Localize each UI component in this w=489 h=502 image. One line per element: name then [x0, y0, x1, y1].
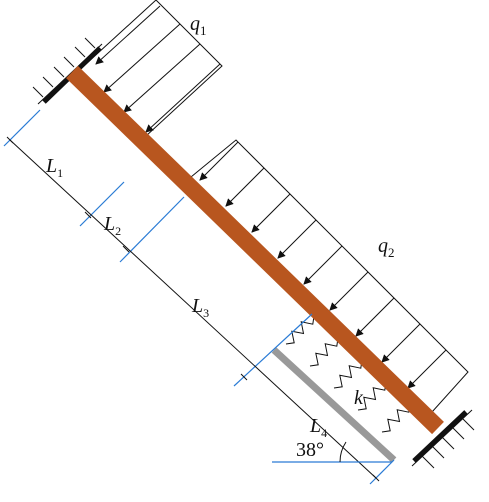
elastic-foundation: [271, 315, 411, 463]
spring-constant-label: k: [354, 387, 364, 409]
right-support-hatch: [421, 417, 475, 469]
distributed-load-q1: [85, 0, 223, 137]
q2-load-arrow: [329, 271, 369, 311]
spring: [381, 403, 411, 433]
distributed-load-q2: [179, 139, 469, 413]
extension-lines: [3, 109, 395, 485]
q1-load-arrow: [103, 23, 181, 93]
q2-load-arrow: [303, 245, 343, 285]
spring: [357, 381, 387, 411]
segment-label-l2: L2: [103, 213, 121, 238]
q2-load-arrow: [277, 219, 317, 259]
q1-load-arrow: [123, 43, 201, 113]
segment-label-l4: L4: [309, 415, 327, 440]
q2-load-arrow: [199, 141, 239, 181]
q2-load-arrow: [355, 297, 395, 337]
q2-load-arrow: [407, 349, 447, 389]
right-support: [411, 409, 475, 469]
q2-load-arrow: [251, 193, 291, 233]
q2-load-arrow: [225, 167, 265, 207]
q1-load-arrow: [145, 63, 221, 133]
segment-label-l1: L1: [45, 155, 63, 180]
dimension-line: [6, 136, 380, 482]
segment-label-l3: L3: [191, 295, 209, 320]
q2-load-arrow: [381, 323, 421, 363]
q1-label: q1: [190, 13, 207, 38]
q1-load-arrow: [95, 5, 161, 65]
foundation-bar: [271, 347, 397, 463]
angle-indicator: [272, 441, 392, 463]
q2-label: q2: [378, 235, 395, 260]
spring: [309, 337, 339, 367]
spring: [285, 315, 315, 345]
left-support-hatch: [32, 37, 96, 98]
angle-label: 38°: [296, 439, 324, 461]
spring: [333, 359, 363, 389]
beam: [66, 65, 444, 435]
